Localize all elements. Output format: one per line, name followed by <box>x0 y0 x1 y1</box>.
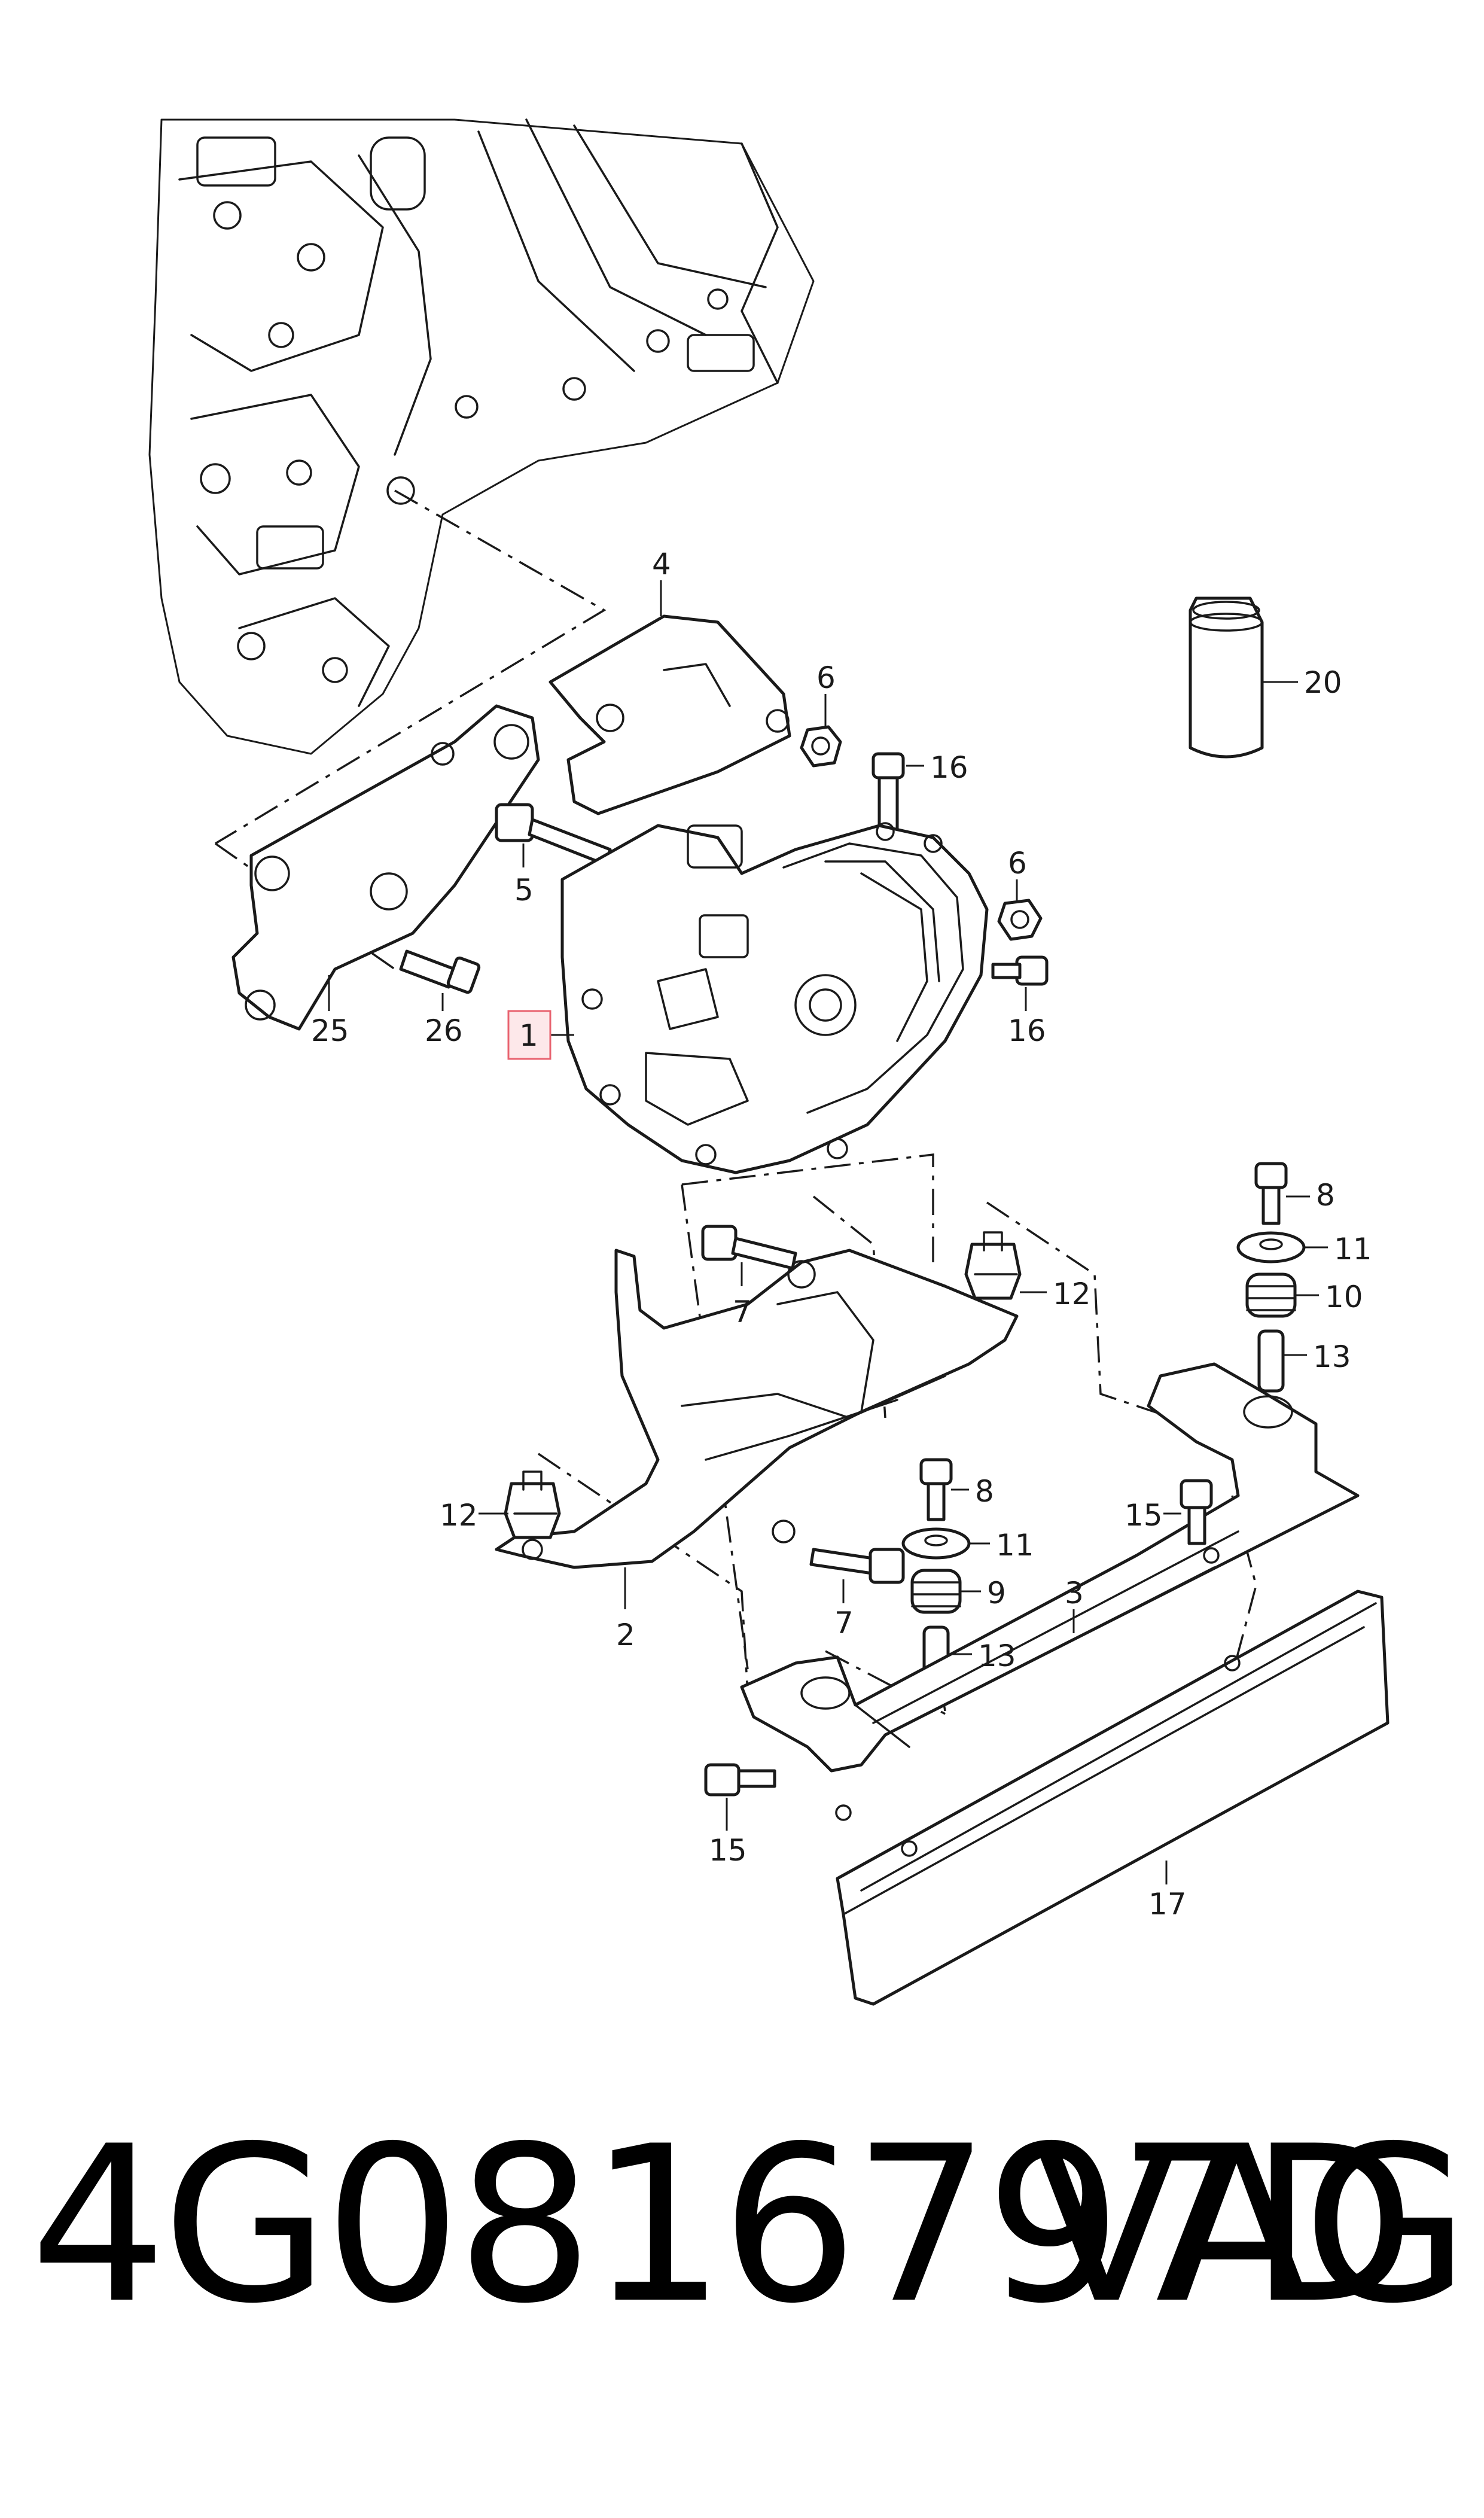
part-1-ac-compressor <box>560 822 989 1174</box>
part-7-bolt-lower <box>809 1548 905 1584</box>
part-25-bracket <box>231 704 540 1031</box>
callout-leaders <box>328 580 1328 1884</box>
callout-1: 1 <box>519 1018 538 1053</box>
callout-16a: 16 <box>930 750 968 785</box>
callout-6a: 6 <box>816 660 836 695</box>
callout-6b: 6 <box>1008 846 1027 881</box>
part-16-bolt-right <box>991 955 1049 986</box>
callout-1-highlight <box>507 1010 551 1060</box>
brand-label: VAG <box>1032 2100 1470 2350</box>
callout-10: 10 <box>1325 1280 1363 1314</box>
part-15-bolt-lower <box>704 1763 776 1797</box>
callout-16b: 16 <box>1008 1013 1046 1048</box>
part-17-panel <box>836 1590 1389 2006</box>
engine-block <box>148 118 815 755</box>
callout-13a: 13 <box>1313 1339 1351 1374</box>
callout-7b: 7 <box>834 1606 854 1640</box>
part-9-bushing <box>910 1569 962 1614</box>
part-2-lower-bracket <box>495 1249 1019 1569</box>
callout-5: 5 <box>514 873 534 908</box>
part-7-bolt-upper <box>701 1225 797 1270</box>
part-5-bolt <box>495 803 612 866</box>
part-15-bolt-right <box>1180 1479 1213 1545</box>
part-8-bolt-middle <box>919 1458 953 1521</box>
part-8-bolt-right <box>1254 1162 1288 1225</box>
part-12-mount-lower <box>504 1470 561 1539</box>
callout-12a: 12 <box>1053 1277 1091 1311</box>
callout-17: 17 <box>1148 1887 1187 1922</box>
callout-20: 20 <box>1304 665 1342 700</box>
exploded-parts-diagram: 1 2 3 4 5 6 6 7 7 8 8 9 10 11 11 12 12 1… <box>148 118 1389 2006</box>
part-10-bushing <box>1245 1272 1297 1318</box>
part-6-nut-upper <box>800 725 842 768</box>
part-11-washer-right <box>1236 1231 1306 1263</box>
callout-13b: 13 <box>978 1639 1016 1673</box>
part-13-sleeve-right <box>1257 1329 1285 1393</box>
callout-11b: 11 <box>996 1528 1034 1563</box>
callout-9: 9 <box>987 1576 1006 1610</box>
part-6-nut-right <box>997 899 1043 941</box>
callout-8b: 8 <box>975 1474 994 1509</box>
callout-4: 4 <box>652 547 671 581</box>
callout-7a: 7 <box>733 1295 752 1329</box>
part-16-bolt-upper <box>871 752 905 833</box>
callout-3: 3 <box>1065 1576 1084 1610</box>
part-3-crossmember <box>740 1362 1360 1821</box>
part-4-heat-shield <box>548 614 791 815</box>
callout-15b: 15 <box>709 1833 747 1868</box>
callout-11a: 11 <box>1334 1232 1372 1266</box>
part-26-bolt <box>399 949 481 994</box>
callout-2: 2 <box>616 1618 635 1652</box>
part-20-can <box>1189 596 1264 759</box>
callout-26: 26 <box>425 1013 463 1048</box>
callout-15a: 15 <box>1125 1498 1163 1533</box>
part-11-washer-middle <box>901 1527 971 1560</box>
callout-8a: 8 <box>1316 1178 1335 1213</box>
callout-25: 25 <box>311 1013 349 1048</box>
part-number: 4G0816797D <box>30 2100 1416 2350</box>
part-12-mount-upper <box>964 1231 1022 1300</box>
callout-labels: 1 2 3 4 5 6 6 7 7 8 8 9 10 11 11 12 12 1… <box>311 547 1372 1922</box>
callout-12b: 12 <box>440 1498 478 1533</box>
